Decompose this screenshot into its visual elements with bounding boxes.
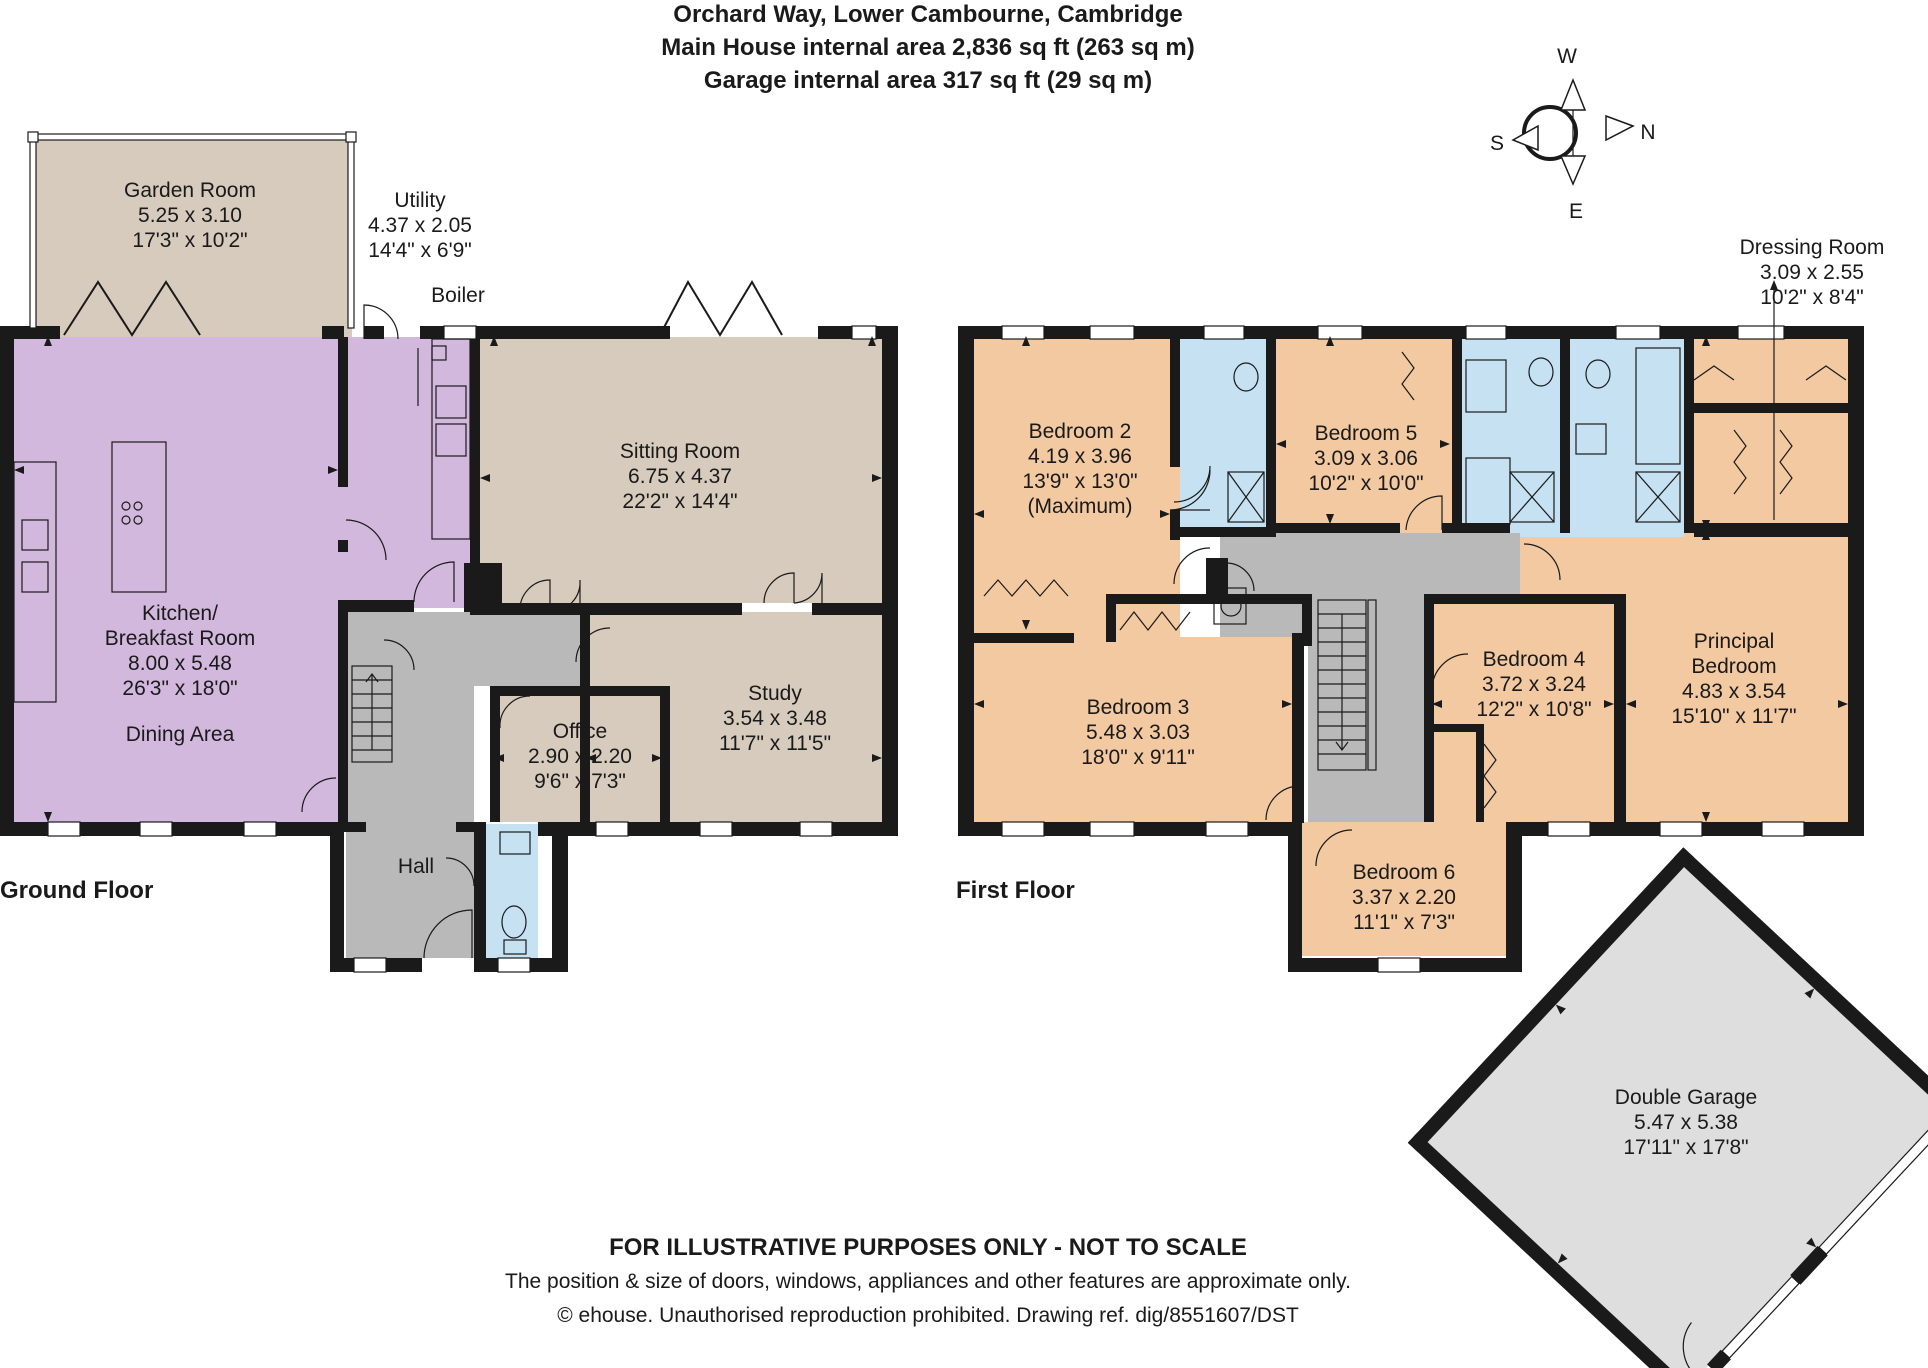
hall-label: Hall [398, 855, 434, 878]
ground-stairs [351, 665, 393, 763]
garage-area-text: Garage internal area 317 sq ft (29 sq m) [704, 67, 1152, 94]
ensuite2-area [1568, 337, 1684, 537]
compass-e: E [1569, 200, 1583, 223]
ground-floor-plan: Garden Room 5.25 x 3.10 17'3" x 10'2" Ut… [0, 131, 898, 973]
main-area-text: Main House internal area 2,836 sq ft (26… [661, 34, 1195, 61]
kitchen-label-2: Breakfast Room [105, 627, 256, 650]
first-floor-plan: Dressing Room 3.09 x 2.55 10'2" x 8'4" B… [956, 236, 1885, 973]
ground-floor-label: Ground Floor [0, 877, 153, 904]
bedroom4-imperial: 12'2" x 10'8" [1476, 698, 1591, 721]
ensuite1-area [1180, 337, 1270, 537]
bedroom3-imperial: 18'0" x 9'11" [1081, 746, 1195, 769]
kitchen-metric: 8.00 x 5.48 [128, 652, 232, 675]
garden-room-area [36, 137, 352, 337]
garage-plan: Double Garage 5.47 x 5.38 17'11" x 17'8" [1407, 847, 1928, 1368]
bedroom2-area [974, 337, 1180, 637]
dressing-room-label: Dressing Room [1740, 236, 1885, 259]
bedroom6-imperial: 11'1" x 7'3" [1353, 911, 1455, 934]
sitting-room-area [480, 337, 882, 603]
office-imperial: 9'6" x 7'3" [534, 770, 626, 793]
boiler-label: Boiler [431, 284, 485, 307]
dining-area-label: Dining Area [126, 723, 235, 746]
landing-lower-area [1308, 600, 1432, 822]
compass-w: W [1557, 45, 1577, 68]
bedroom2-label: Bedroom 2 [1029, 420, 1132, 443]
wc-area [486, 824, 538, 958]
garage-metric: 5.47 x 5.38 [1634, 1111, 1738, 1134]
first-floor-label: First Floor [956, 877, 1075, 904]
office-area [493, 686, 666, 822]
bedroom2-metric: 4.19 x 3.96 [1028, 445, 1132, 468]
bathroom-area [1458, 337, 1568, 537]
utility-imperial: 14'4" x 6'9" [368, 239, 472, 262]
kitchen-imperial: 26'3" x 18'0" [122, 677, 237, 700]
hall-area [346, 612, 474, 958]
bedroom6-label: Bedroom 6 [1353, 861, 1456, 884]
disclaimer-line-3: © ehouse. Unauthorised reproduction proh… [557, 1304, 1299, 1327]
compass-n: N [1640, 121, 1655, 144]
compass-s: S [1490, 132, 1504, 155]
garden-room-metric: 5.25 x 3.10 [138, 204, 242, 227]
study-label: Study [748, 682, 802, 705]
principal-metric: 4.83 x 3.54 [1682, 680, 1786, 703]
sitting-room-metric: 6.75 x 4.37 [628, 465, 732, 488]
bedroom4-metric: 3.72 x 3.24 [1482, 673, 1586, 696]
disclaimer-title: FOR ILLUSTRATIVE PURPOSES ONLY - NOT TO … [609, 1234, 1247, 1261]
bedroom5-metric: 3.09 x 3.06 [1314, 447, 1418, 470]
principal-label-2: Bedroom [1691, 655, 1776, 678]
garage-imperial: 17'11" x 17'8" [1623, 1136, 1748, 1159]
office-label: Office [553, 720, 607, 743]
bedroom2-imperial: 13'9" x 13'0" [1022, 470, 1137, 493]
bedroom4-label: Bedroom 4 [1483, 648, 1586, 671]
principal-label-1: Principal [1694, 630, 1775, 653]
first-stairs [1317, 599, 1377, 771]
sitting-room-label: Sitting Room [620, 440, 740, 463]
utility-metric: 4.37 x 2.05 [368, 214, 472, 237]
bedroom5-area [1276, 337, 1452, 533]
bedroom3-area [974, 637, 1302, 822]
disclaimer-line-2: The position & size of doors, windows, a… [505, 1270, 1351, 1293]
kitchen-label-1: Kitchen/ [142, 602, 218, 625]
utility-label: Utility [394, 189, 446, 212]
bedroom6-area [1302, 822, 1506, 956]
utility-area [346, 337, 470, 608]
bedroom3-metric: 5.48 x 3.03 [1086, 721, 1190, 744]
principal-bedroom-area [1520, 537, 1848, 822]
principal-imperial: 15'10" x 11'7" [1671, 705, 1796, 728]
bedroom2-extra: (Maximum) [1028, 495, 1133, 518]
dressing-room-area [1684, 337, 1848, 537]
office-metric: 2.90 x 2.20 [528, 745, 632, 768]
study-imperial: 11'7" x 11'5" [719, 732, 831, 755]
kitchen-area [14, 337, 346, 822]
garden-room-imperial: 17'3" x 10'2" [132, 229, 247, 252]
dressing-room-metric: 3.09 x 2.55 [1760, 261, 1864, 284]
bedroom5-label: Bedroom 5 [1315, 422, 1418, 445]
garage-label: Double Garage [1615, 1086, 1757, 1109]
dressing-room-imperial: 10'2" x 8'4" [1760, 286, 1864, 309]
address-title: Orchard Way, Lower Cambourne, Cambridge [673, 1, 1182, 28]
bedroom6-metric: 3.37 x 2.20 [1352, 886, 1456, 909]
garden-room-label: Garden Room [124, 179, 256, 202]
sitting-room-imperial: 22'2" x 14'4" [622, 490, 737, 513]
compass-icon [1511, 77, 1635, 186]
study-metric: 3.54 x 3.48 [723, 707, 827, 730]
bedroom3-label: Bedroom 3 [1087, 696, 1190, 719]
bedroom5-imperial: 10'2" x 10'0" [1308, 472, 1423, 495]
